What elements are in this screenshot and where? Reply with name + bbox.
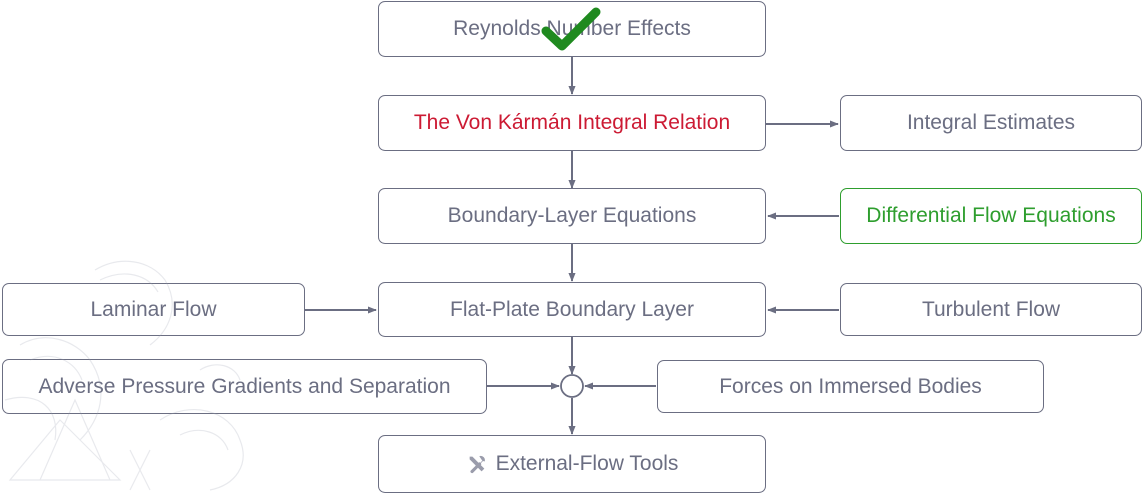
node-forces-on-immersed-bodies[interactable]: Forces on Immersed Bodies <box>657 360 1044 413</box>
node-reynolds-number-effects[interactable]: Reynolds Number Effects <box>378 1 766 57</box>
node-label: External-Flow Tools <box>495 452 679 475</box>
checkmark-icon <box>541 7 601 51</box>
node-laminar-flow[interactable]: Laminar Flow <box>2 283 305 336</box>
node-external-flow-tools[interactable]: External-Flow Tools <box>378 435 766 493</box>
node-label: Differential Flow Equations <box>866 204 1116 227</box>
node-label: Turbulent Flow <box>921 297 1061 321</box>
node-label: Flat-Plate Boundary Layer <box>450 297 694 321</box>
node-label: Adverse Pressure Gradients and Separatio… <box>38 374 451 398</box>
node-label: The Von Kármán Integral Relation <box>413 111 731 134</box>
node-adverse-pressure-gradients[interactable]: Adverse Pressure Gradients and Separatio… <box>2 359 487 414</box>
node-label: Integral Estimates <box>906 111 1076 134</box>
node-label: Laminar Flow <box>90 297 217 321</box>
junction-node <box>560 374 584 398</box>
node-von-karman-integral-relation[interactable]: The Von Kármán Integral Relation <box>378 95 766 151</box>
node-turbulent-flow[interactable]: Turbulent Flow <box>840 283 1142 336</box>
node-label: Boundary-Layer Equations <box>447 204 697 227</box>
node-differential-flow-equations[interactable]: Differential Flow Equations <box>840 188 1142 244</box>
tools-icon <box>469 455 485 474</box>
crest-watermark-icon <box>4 260 244 491</box>
node-label: Forces on Immersed Bodies <box>719 374 982 398</box>
node-integral-estimates[interactable]: Integral Estimates <box>840 95 1142 151</box>
node-flat-plate-boundary-layer[interactable]: Flat-Plate Boundary Layer <box>378 282 766 337</box>
node-label: Reynolds Number Effects <box>453 17 691 40</box>
node-boundary-layer-equations[interactable]: Boundary-Layer Equations <box>378 188 766 244</box>
